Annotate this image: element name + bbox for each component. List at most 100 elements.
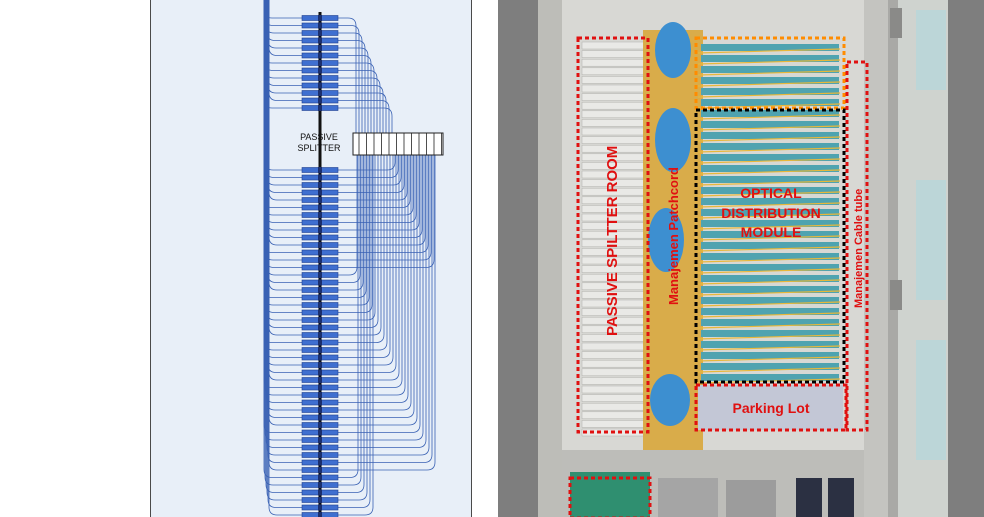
fiber-connector xyxy=(301,197,339,203)
passive-splitter-block xyxy=(352,132,444,156)
odm-tray xyxy=(701,44,839,51)
label-parking-lot: Parking Lot xyxy=(732,400,809,416)
label-odm-line3: MODULE xyxy=(741,224,802,240)
fiber-connector xyxy=(301,452,339,458)
splitter-slot xyxy=(581,420,645,428)
fiber-connector xyxy=(301,384,339,391)
splitter-slot xyxy=(581,127,645,136)
splitter-slot xyxy=(581,119,645,127)
splitter-slot xyxy=(581,50,645,58)
splitter-label-line2: SPLITTER xyxy=(297,143,341,153)
fiber-connector xyxy=(301,279,339,286)
odm-tray xyxy=(701,121,839,128)
fiber-connector xyxy=(301,377,339,383)
fiber-connector xyxy=(301,309,339,316)
cabinet-photo: PASSIVE SPILTTER ROOM Manajemen Patchcor… xyxy=(498,0,984,517)
cabinet-photo-svg: PASSIVE SPILTTER ROOM Manajemen Patchcor… xyxy=(498,0,984,517)
fiber-connector xyxy=(301,75,339,81)
fiber-connector xyxy=(301,37,339,44)
fiber-connector xyxy=(301,392,339,398)
odm-tray xyxy=(701,341,839,348)
odm-tray xyxy=(701,110,839,117)
capacitor xyxy=(828,478,854,517)
label-passive-splitter-room: PASSIVE SPILTTER ROOM xyxy=(604,146,621,336)
fiber-connector xyxy=(301,242,339,248)
fiber-connector xyxy=(301,414,339,421)
fiber-connector xyxy=(301,324,339,331)
fiber-connector xyxy=(301,317,339,323)
fiber-connector xyxy=(301,264,339,271)
fiber-connector xyxy=(301,204,339,211)
splitter-slot xyxy=(581,58,645,67)
odm-tray xyxy=(701,253,839,260)
fiber-connector xyxy=(301,227,339,233)
odm-tray xyxy=(701,165,839,172)
splitter-slot xyxy=(581,136,645,144)
splitter-slot xyxy=(581,110,645,119)
odm-tray xyxy=(701,220,839,227)
fiber-connector xyxy=(301,459,339,466)
fiber-connector xyxy=(301,512,339,517)
splitter-label-line1: PASSIVE xyxy=(300,132,338,142)
odm-tray xyxy=(701,66,839,73)
label-manajemen-cable-tube: Manajemen Cable tube xyxy=(853,189,865,308)
fiber-connector xyxy=(301,302,339,308)
cable-spool xyxy=(655,108,691,172)
odm-tray xyxy=(701,99,839,106)
hinge-icon xyxy=(890,280,902,310)
bottom-box xyxy=(568,476,652,517)
cable-tube-box xyxy=(845,60,869,432)
fiber-connector xyxy=(301,182,339,188)
fiber-connector xyxy=(301,347,339,353)
label-manajemen-patchcord: Manajemen Patchcord xyxy=(666,167,681,305)
fiber-connector xyxy=(301,82,339,89)
fiber-routes xyxy=(263,0,436,516)
capacitor xyxy=(796,478,822,517)
fiber-connector xyxy=(301,257,339,263)
odm-tray xyxy=(701,231,839,238)
fiber-connector xyxy=(301,474,339,481)
cable-spool xyxy=(648,208,684,272)
fiber-connector xyxy=(301,497,339,503)
splitter-slot xyxy=(581,93,645,101)
odm-tray xyxy=(701,264,839,271)
splitter-slot xyxy=(581,342,645,351)
odm-tray xyxy=(701,88,839,95)
splitter-slot xyxy=(581,76,645,84)
odm-box xyxy=(694,108,846,384)
splitter-slot xyxy=(581,84,645,93)
fiber-connector xyxy=(301,249,339,256)
label-odm-line1: OPTICAL xyxy=(740,185,802,201)
splitter-port-ticks xyxy=(358,133,442,155)
fiber-connector xyxy=(301,189,339,196)
odm-tray xyxy=(701,330,839,337)
odm-tray xyxy=(701,209,839,216)
fiber-connector xyxy=(301,52,339,59)
fiber-connector xyxy=(301,444,339,451)
fiber-connector xyxy=(301,67,339,74)
splitter-slot xyxy=(581,368,645,377)
fiber-connector xyxy=(301,369,339,376)
splitter-slot xyxy=(581,402,645,411)
label-odm-line2: DISTRIBUTION xyxy=(721,205,821,221)
odm-tray xyxy=(701,143,839,150)
odm-tray xyxy=(701,242,839,249)
splitter-box xyxy=(352,132,444,156)
fiber-connector xyxy=(301,482,339,488)
connector-stack xyxy=(301,15,339,517)
splitter-slot xyxy=(581,411,645,420)
splitter-room-box xyxy=(576,36,650,434)
odm-tray xyxy=(701,154,839,161)
odm-tray xyxy=(701,286,839,293)
fiber-connector xyxy=(301,332,339,338)
fiber-connector xyxy=(301,294,339,301)
cable-spool xyxy=(650,374,690,426)
odm-tray xyxy=(701,374,839,381)
splitter-slot xyxy=(581,385,645,394)
fiber-connector xyxy=(301,167,339,173)
fiber-connector xyxy=(301,362,339,368)
odm-trays xyxy=(697,44,841,384)
cable-spool xyxy=(655,22,691,78)
splitter-slot xyxy=(581,101,645,110)
fiber-connector xyxy=(301,399,339,406)
